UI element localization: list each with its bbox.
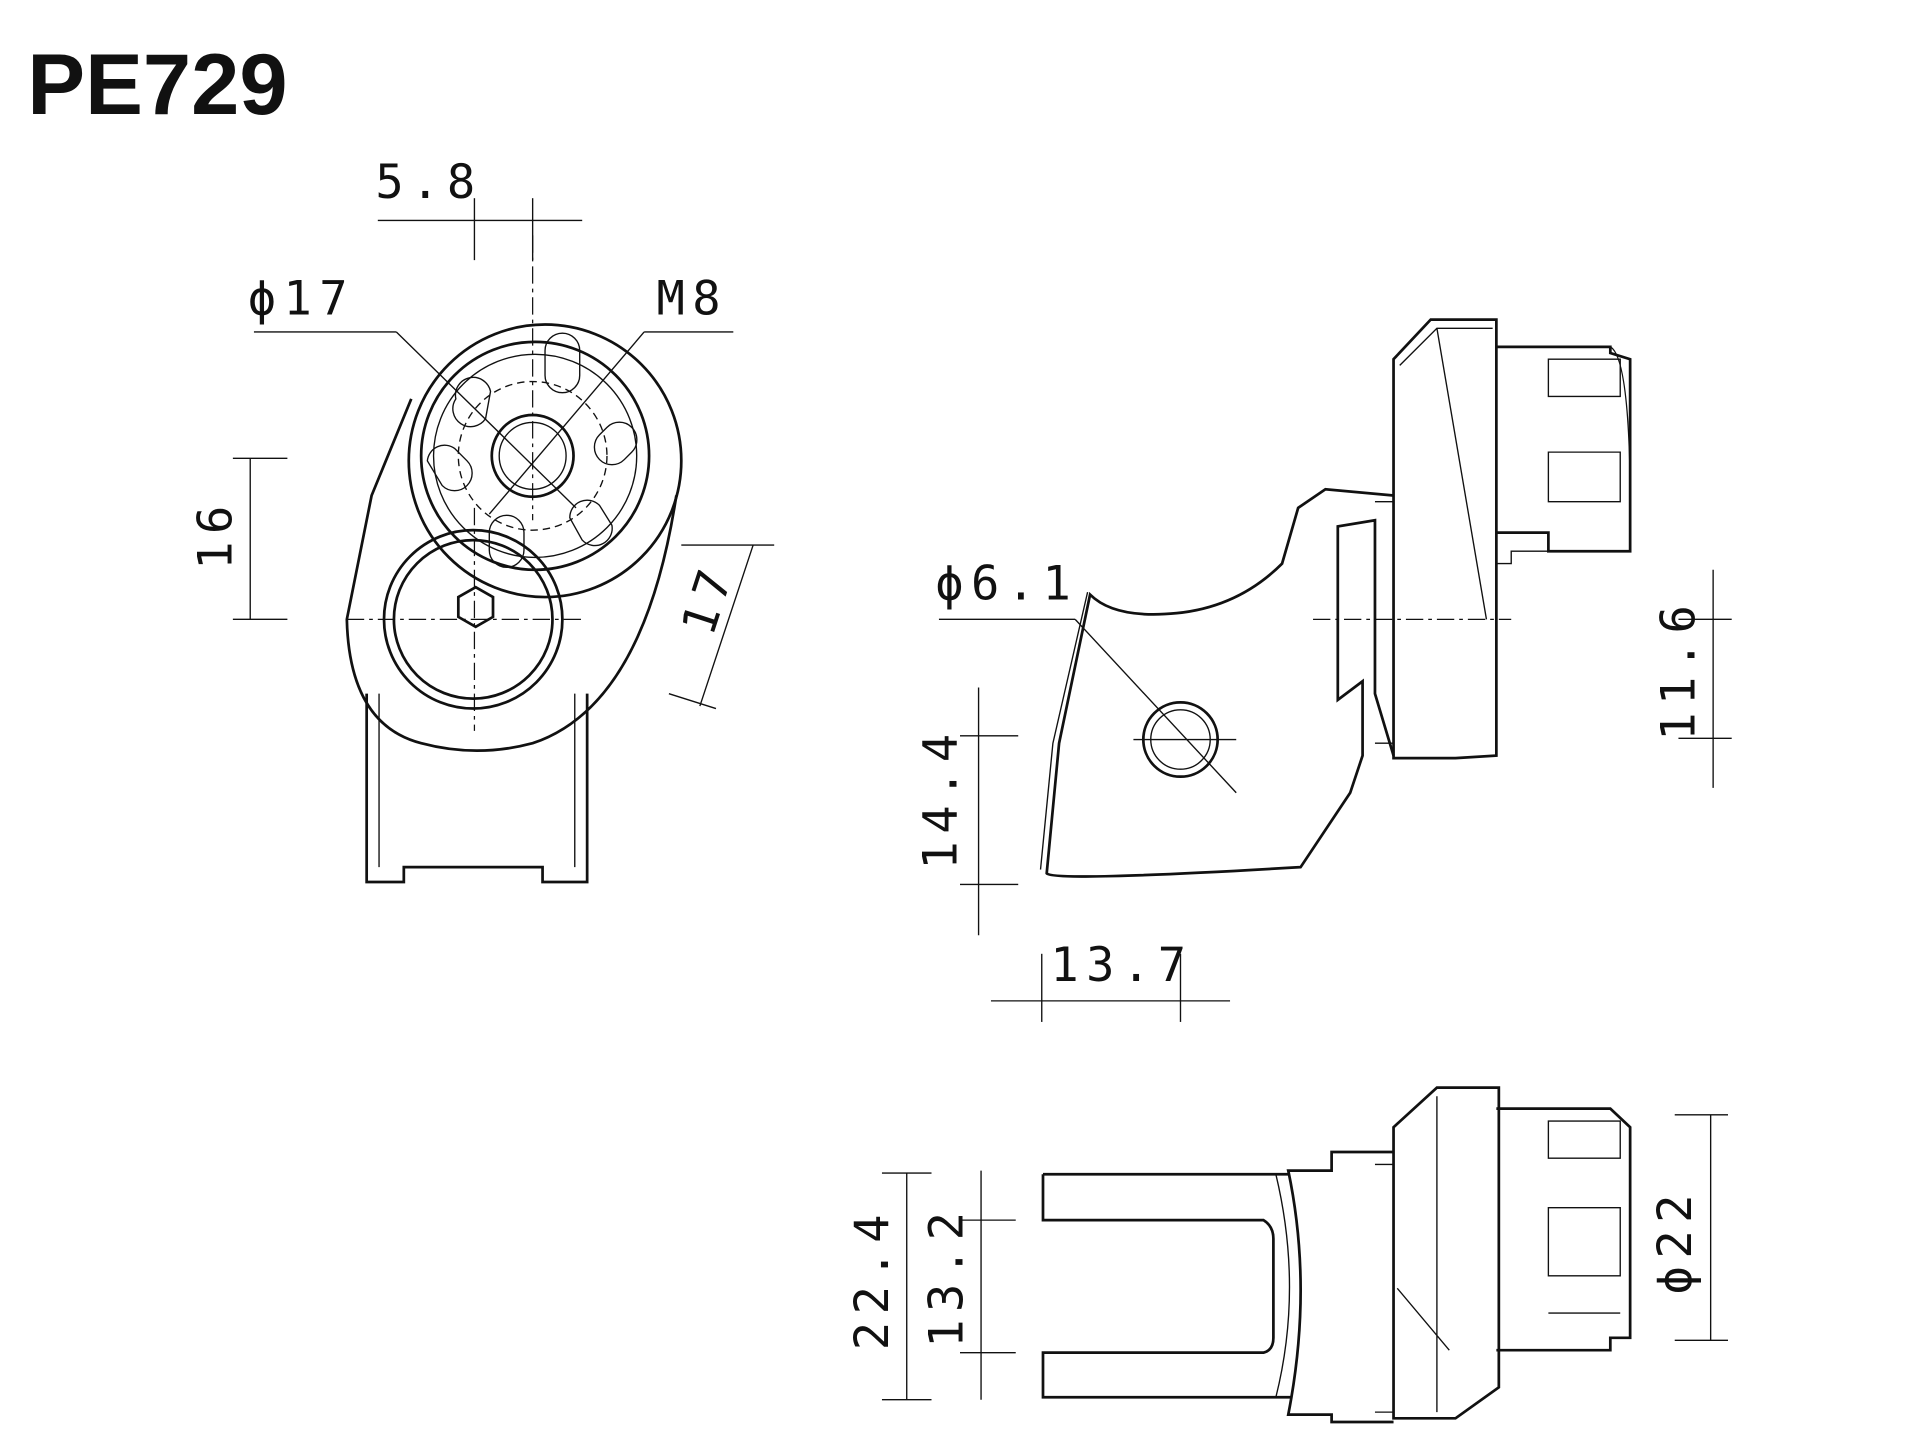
part-number-title: PE729 xyxy=(27,37,287,133)
dim-13-2: 13.2 xyxy=(919,1205,974,1348)
front-view xyxy=(345,235,683,884)
dim-m8: M8 xyxy=(657,272,729,327)
dim-16: 16 xyxy=(189,498,244,570)
dim-14-4: 14.4 xyxy=(913,726,968,869)
dim-dia-17: ϕ17 xyxy=(248,272,355,327)
dim-11-6: 11.6 xyxy=(1652,598,1707,741)
dim-13-7: 13.7 xyxy=(1050,938,1193,993)
side-dimensions: ϕ6.1 11.6 14.4 13.7 xyxy=(913,557,1732,1022)
front-dimensions: 5.8 ϕ17 M8 16 17 xyxy=(189,155,775,710)
dim-22-4: 22.4 xyxy=(845,1207,900,1350)
side-view xyxy=(1039,318,1632,878)
bottom-view xyxy=(1041,1086,1632,1424)
dim-17: 17 xyxy=(671,557,745,642)
dim-dia-22: ϕ22 xyxy=(1648,1187,1703,1294)
dim-5-8: 5.8 xyxy=(375,155,482,210)
dim-dia-6-1: ϕ6.1 xyxy=(935,557,1078,612)
bottom-dimensions: 22.4 13.2 ϕ22 xyxy=(845,1114,1728,1401)
